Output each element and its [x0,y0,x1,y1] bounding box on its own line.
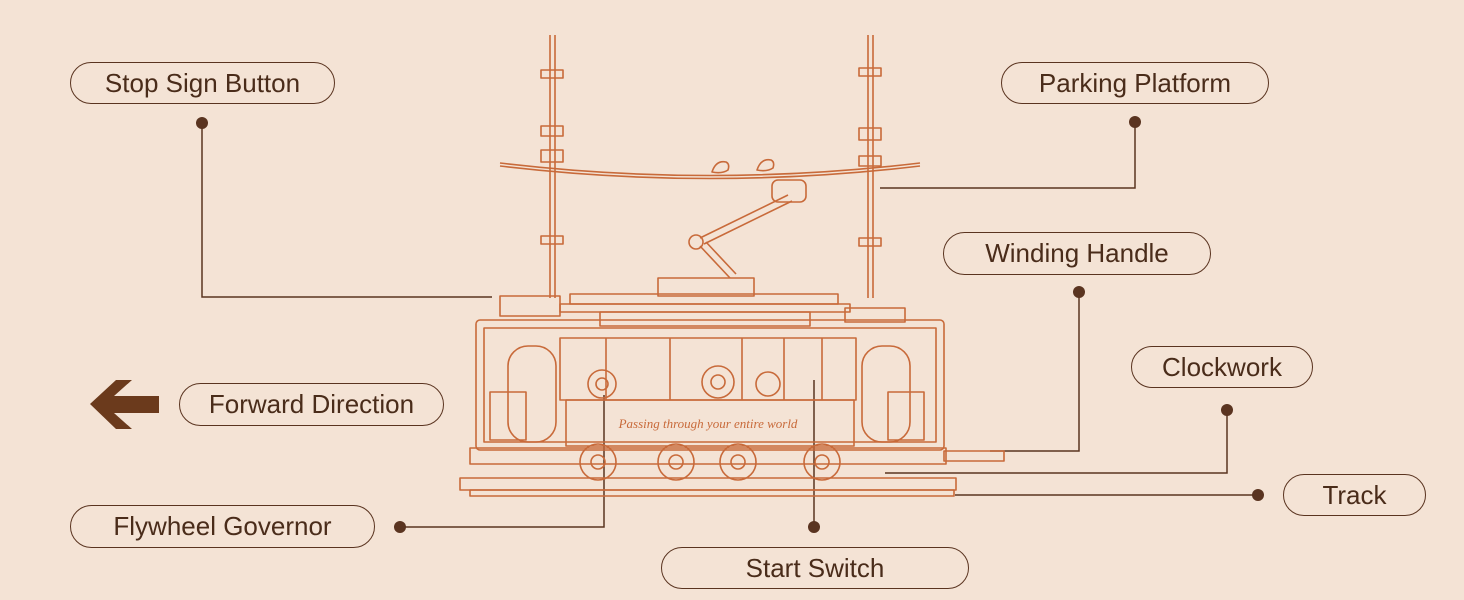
label-text: Start Switch [745,552,885,583]
label-text: Parking Platform [1038,67,1232,98]
tram-banner-text: Passing through your entire world [618,416,798,431]
label-text: Clockwork [1162,351,1282,382]
label-parking-platform: Parking Platform [1001,62,1269,104]
leader-line-parking-platform [880,122,1136,189]
label-forward-direction: Forward Direction [179,383,444,426]
right-pole [858,35,882,298]
dot-flywheel [394,521,406,533]
label-clockwork: Clockwork [1131,346,1313,388]
label-text: Track [1322,479,1387,510]
dot-parking-platform [1129,116,1141,128]
overhead-wire [499,162,921,177]
label-text: Winding Handle [985,238,1169,268]
dot-winding-handle [1073,286,1085,298]
label-start-switch: Start Switch [661,547,969,589]
tram-roof [499,277,906,327]
leader-line-clockwork [885,410,1228,474]
leader-line-flywheel [400,395,605,528]
dot-clockwork [1221,404,1233,416]
tram-body [475,319,945,451]
label-text: Forward Direction [208,389,415,419]
label-stop-sign-button: Stop Sign Button [70,62,335,104]
left-pole [540,35,564,298]
label-text: Flywheel Governor [113,511,332,541]
tram-track [459,477,957,497]
leader-line-winding-handle [990,292,1080,452]
leader-line-stop-sign [201,123,492,298]
label-text: Stop Sign Button [104,67,301,98]
tram-wheels [469,443,1005,481]
dot-track [1252,489,1264,501]
left-arrow-icon [90,380,159,429]
label-track: Track [1283,474,1426,516]
dot-stop-sign [196,117,208,129]
dot-start-switch [808,521,820,533]
label-flywheel-governor: Flywheel Governor [70,505,375,548]
birds [711,158,775,174]
label-winding-handle: Winding Handle [943,232,1211,275]
pantograph [688,179,807,279]
